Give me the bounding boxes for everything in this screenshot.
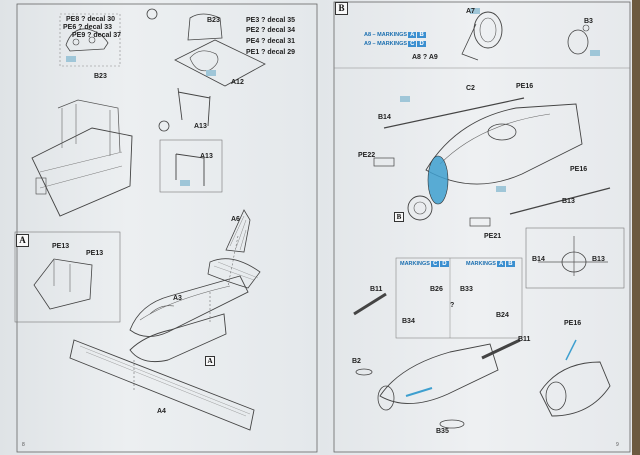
left-page-drawings	[14, 3, 318, 453]
markings-chip-a: A	[408, 32, 417, 38]
markings-mid-right-chip-a: A	[496, 261, 506, 267]
markings-a8-text: A8 – MARKINGS	[364, 32, 408, 38]
part-label-pe21: PE21	[484, 233, 502, 240]
part-label-a12: A12	[231, 79, 244, 86]
part-label-b3: B3	[584, 18, 593, 25]
part-label-pe16-bottom: PE16	[564, 320, 582, 327]
part-label-a6: A6	[231, 216, 240, 223]
part-label-b23-top: B23	[207, 17, 220, 24]
part-label-pe13-b: PE13	[86, 250, 104, 257]
part-label-a13-inset: A13	[200, 153, 213, 160]
callout-pe6: PE6 ? decal 33	[63, 24, 113, 31]
callout-pe9: PE9 ? decal 37	[72, 32, 122, 39]
markings-mid-left-chip-c: C	[430, 261, 440, 267]
markings-a9-text: A9 – MARKINGS	[364, 41, 408, 47]
part-label-pe16-right: PE16	[570, 166, 588, 173]
markings-mid-left-chip-d: D	[440, 261, 449, 267]
part-label-a7: A7	[466, 8, 475, 15]
part-label-b23-left: B23	[94, 73, 107, 80]
part-label-pe13-a: PE13	[52, 243, 70, 250]
part-label-b26: B26	[430, 286, 443, 293]
callout-pe1: PE1 ? decal 29	[246, 49, 296, 56]
part-label-b2: B2	[352, 358, 361, 365]
part-label-pe16-top: PE16	[516, 83, 534, 90]
left-page-number: 8	[22, 442, 25, 448]
left-instruction-page: PE8 ? decal 30 PE6 ? decal 33 PE9 ? deca…	[0, 0, 320, 455]
part-label-c2: C2	[466, 85, 475, 92]
part-label-b35: B35	[436, 428, 449, 435]
question-mark-symbol: ?	[450, 302, 455, 309]
markings-chip-c: C	[408, 41, 417, 47]
right-page-number: 9	[616, 442, 619, 448]
part-label-a3: A3	[173, 295, 182, 302]
part-label-b13: B13	[562, 198, 575, 205]
part-label-b11-left: B11	[370, 286, 383, 293]
callout-pe2: PE2 ? decal 34	[246, 27, 296, 34]
part-label-b33: B33	[460, 286, 473, 293]
part-label-b24: B24	[496, 312, 509, 319]
part-label-b11-right: B11	[518, 336, 531, 343]
part-label-b13-inset: B13	[592, 256, 605, 263]
part-label-b14-inset: B14	[532, 256, 545, 263]
markings-mid-right-text: MARKINGS	[466, 261, 496, 267]
part-label-a13: A13	[194, 123, 207, 130]
reference-marker-a: A	[205, 356, 215, 366]
markings-mid-right-chip-b: B	[506, 261, 515, 267]
part-label-a4: A4	[157, 408, 166, 415]
section-label-b: B	[335, 2, 348, 15]
part-label-pe22: PE22	[358, 152, 376, 159]
callout-pe3: PE3 ? decal 35	[246, 17, 296, 24]
reference-marker-b: B	[394, 212, 404, 222]
part-label-a8-a9: A8 ? A9	[412, 54, 438, 61]
markings-mid-left-text: MARKINGS	[400, 261, 430, 267]
callout-pe4: PE4 ? decal 31	[246, 38, 296, 45]
section-label-a: A	[16, 234, 29, 247]
markings-chip-b: B	[417, 32, 426, 38]
part-label-b14: B14	[378, 114, 391, 121]
markings-chip-d: D	[417, 41, 426, 47]
right-page-drawings	[333, 1, 631, 453]
part-label-b34: B34	[402, 318, 415, 325]
callout-pe8: PE8 ? decal 30	[66, 16, 116, 23]
